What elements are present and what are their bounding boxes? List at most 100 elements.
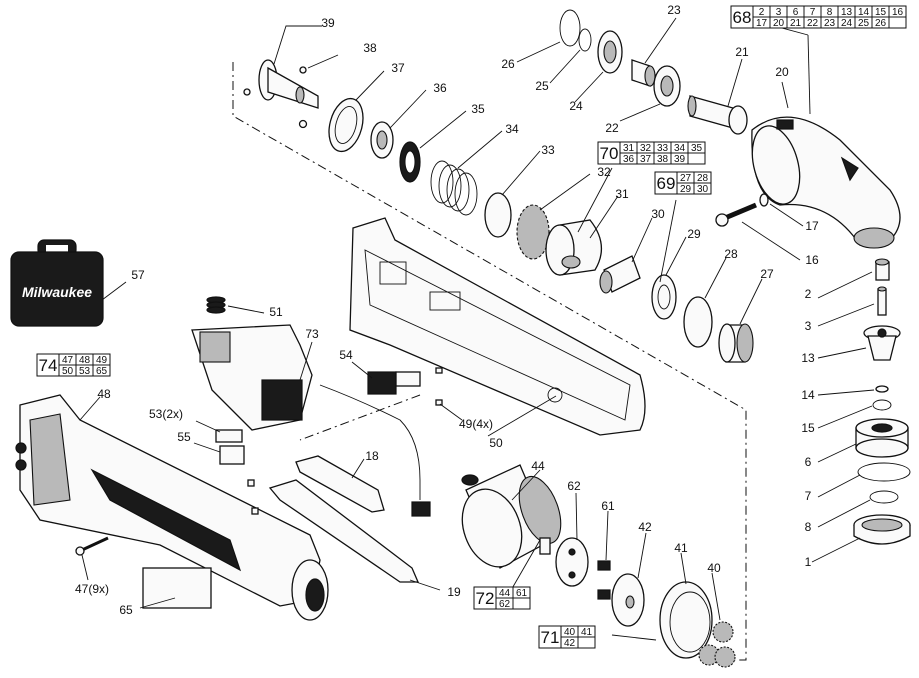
callout-55: 55 bbox=[177, 430, 191, 444]
carry-case: Milwaukee bbox=[10, 239, 104, 327]
part-ring-15 bbox=[872, 399, 892, 411]
case-logo: Milwaukee bbox=[22, 284, 92, 300]
part-ball bbox=[299, 66, 307, 74]
callout-14: 14 bbox=[801, 388, 815, 402]
kit-part-number: 61 bbox=[516, 588, 528, 599]
part-retainer-inner bbox=[334, 106, 358, 144]
callout-42: 42 bbox=[638, 520, 652, 534]
part-anvil-30 bbox=[599, 255, 641, 294]
part-ring-8 bbox=[869, 490, 899, 504]
kit-part-number: 35 bbox=[691, 143, 703, 154]
kit-part-number: 42 bbox=[564, 638, 576, 649]
kit-number: 69 bbox=[657, 174, 676, 193]
kit-part-number: 40 bbox=[564, 627, 576, 638]
kit-part-number: 31 bbox=[623, 143, 635, 154]
kit-number: 74 bbox=[39, 356, 58, 375]
part-gear-shaft-21 bbox=[687, 95, 748, 135]
callout-61: 61 bbox=[601, 499, 615, 513]
part-sleeve-23 bbox=[631, 59, 656, 87]
callout-19: 19 bbox=[447, 585, 461, 599]
part-washer-28 bbox=[683, 296, 713, 348]
callout-47: 47(9x) bbox=[75, 582, 109, 596]
callout-32: 32 bbox=[597, 165, 611, 179]
part-pin-2 bbox=[874, 258, 890, 281]
part-ring-14 bbox=[875, 385, 889, 393]
kit-part-number: 53 bbox=[79, 366, 91, 377]
part-bearing-36 bbox=[370, 121, 394, 159]
kit-part-number: 23 bbox=[824, 18, 836, 29]
part-screw-47 bbox=[75, 536, 109, 556]
kit-part-number: 20 bbox=[773, 18, 785, 29]
callout-29: 29 bbox=[687, 227, 701, 241]
kit-part-number: 7 bbox=[810, 7, 816, 18]
callout-73: 73 bbox=[305, 327, 319, 341]
kit-part-number: 25 bbox=[858, 18, 870, 29]
part-pin-b bbox=[251, 507, 259, 515]
callout-22: 22 bbox=[605, 121, 619, 135]
callout-17: 17 bbox=[805, 219, 819, 233]
kit-part-number: 22 bbox=[807, 18, 819, 29]
part-retainer-plate bbox=[328, 97, 364, 153]
kit-part-number: 47 bbox=[62, 355, 74, 366]
part-contact-55 bbox=[219, 445, 245, 465]
kit-part-number: 29 bbox=[680, 184, 692, 195]
kit-cell bbox=[512, 597, 531, 610]
kit-box-71: 71 40 41 42 bbox=[538, 625, 596, 649]
part-boot-1 bbox=[853, 514, 911, 545]
part-plate-62 bbox=[555, 537, 589, 587]
kit-cell bbox=[693, 182, 712, 195]
callout-8: 8 bbox=[805, 520, 812, 534]
callout-36: 36 bbox=[433, 81, 447, 95]
part-bearing-24 bbox=[597, 30, 623, 74]
kit-cell bbox=[888, 16, 907, 29]
callout-40: 40 bbox=[707, 561, 721, 575]
assembly-line-pin bbox=[299, 394, 421, 441]
kit-part-number: 65 bbox=[96, 366, 108, 377]
callout-39: 39 bbox=[321, 16, 335, 30]
callout-2: 2 bbox=[805, 287, 812, 301]
kit-part-number: 33 bbox=[657, 143, 669, 154]
kit-part-number: 36 bbox=[623, 154, 635, 165]
callout-50: 50 bbox=[489, 436, 503, 450]
kit-part-number: 28 bbox=[697, 173, 709, 184]
kit-cell bbox=[687, 152, 706, 165]
callout-38: 38 bbox=[363, 41, 377, 55]
part-spring-51 bbox=[206, 296, 226, 314]
callout-54: 54 bbox=[339, 348, 353, 362]
callout-1: 1 bbox=[805, 555, 812, 569]
part-washer-35 bbox=[399, 141, 421, 183]
callout-3: 3 bbox=[805, 319, 812, 333]
part-connector bbox=[411, 501, 431, 517]
callout-57: 57 bbox=[131, 268, 145, 282]
part-screw-61a bbox=[597, 560, 611, 571]
part-pin-49a bbox=[435, 367, 443, 374]
part-screw-61b bbox=[597, 589, 611, 600]
callout-18: 18 bbox=[365, 449, 379, 463]
part-bearing-22 bbox=[653, 65, 681, 107]
kit-part-number: 8 bbox=[827, 7, 833, 18]
part-label-65 bbox=[142, 567, 212, 609]
kit-part-number: 27 bbox=[680, 173, 692, 184]
part-disk-42 bbox=[611, 573, 645, 627]
kit-number: 71 bbox=[541, 628, 560, 647]
kit-part-number: 6 bbox=[793, 7, 799, 18]
kit-number: 72 bbox=[476, 589, 495, 608]
kit-part-number: 14 bbox=[858, 7, 870, 18]
callout-33: 33 bbox=[541, 143, 555, 157]
callout-48: 48 bbox=[97, 387, 111, 401]
part-bushing-27 bbox=[718, 323, 754, 363]
part-pad-19 bbox=[268, 479, 419, 583]
part-pin-a bbox=[247, 479, 255, 487]
callout-49: 49(4x) bbox=[459, 417, 493, 431]
part-planet-gears-40 bbox=[698, 621, 736, 668]
kit-part-number: 24 bbox=[841, 18, 853, 29]
part-screw-16 bbox=[715, 202, 757, 227]
callout-53: 53(2x) bbox=[149, 407, 183, 421]
callout-23: 23 bbox=[667, 3, 681, 17]
kit-part-number: 48 bbox=[79, 355, 91, 366]
kit-part-number: 44 bbox=[499, 588, 511, 599]
kit-part-number: 41 bbox=[581, 627, 593, 638]
callout-16: 16 bbox=[805, 253, 819, 267]
part-bearing-cage-32 bbox=[516, 204, 550, 260]
kit-part-number: 49 bbox=[96, 355, 108, 366]
